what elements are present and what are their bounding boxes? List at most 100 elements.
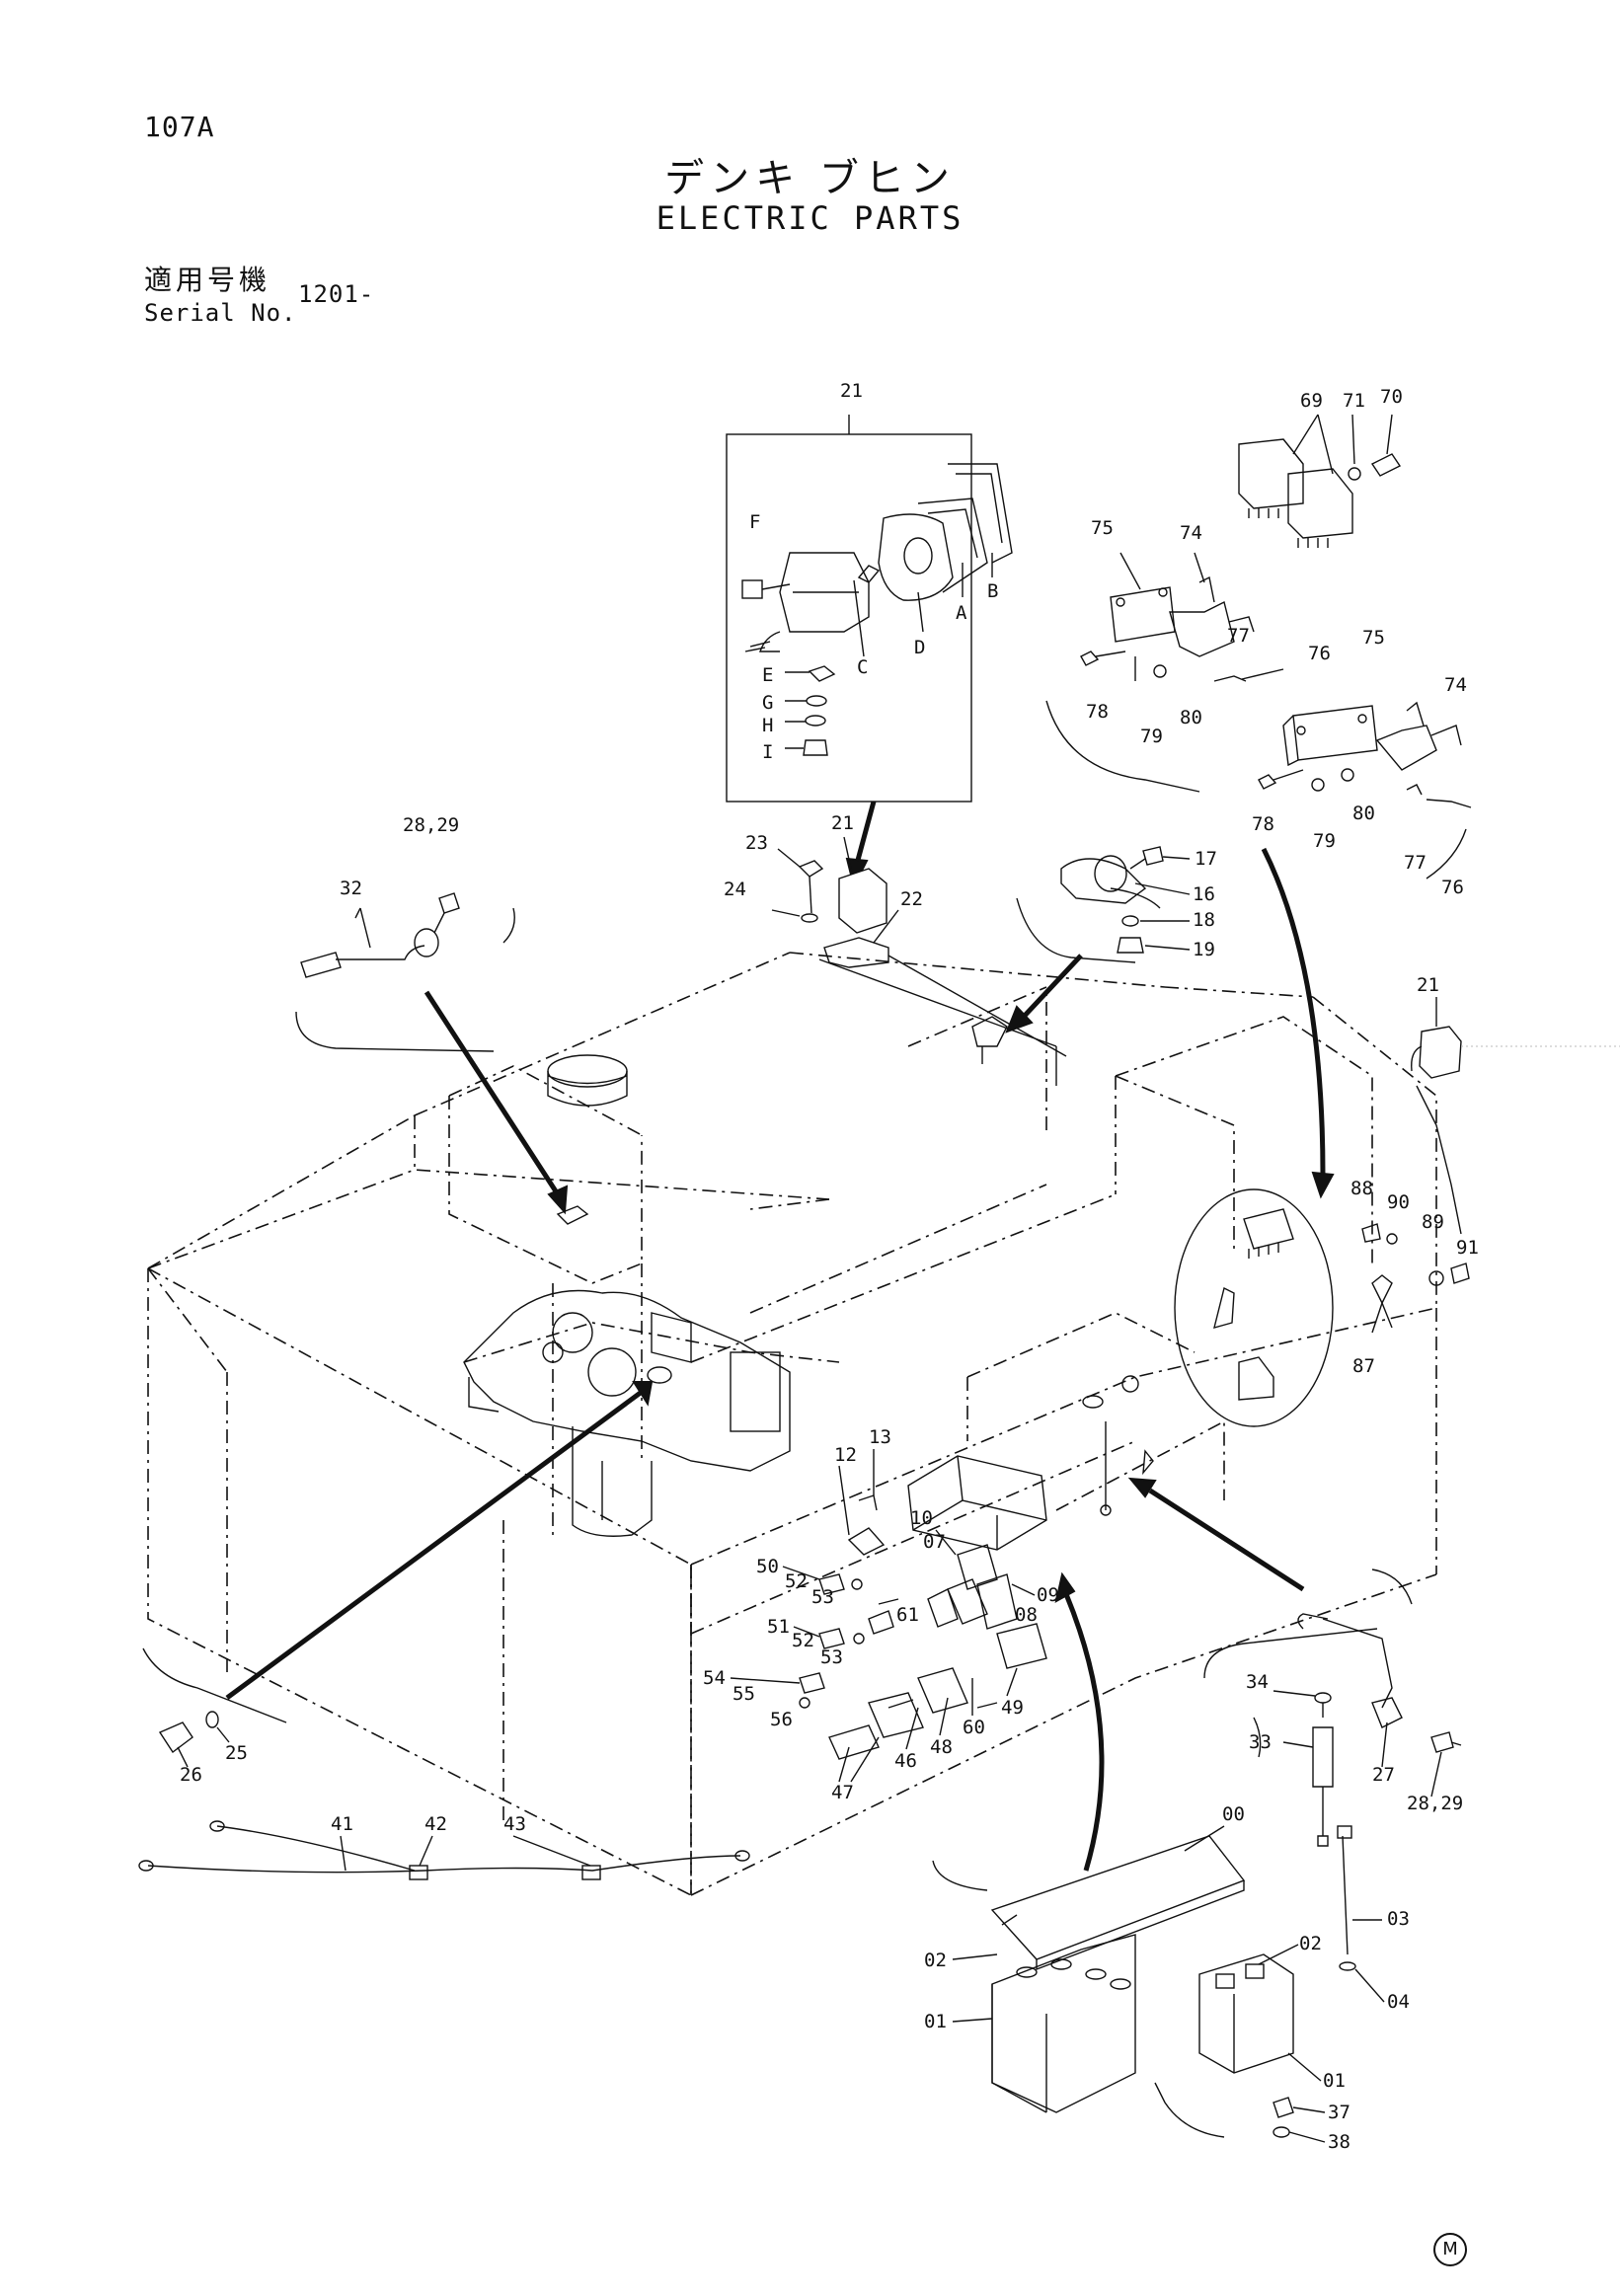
callout-55: 55: [733, 1683, 755, 1705]
inset-ground-leader: [225, 1389, 644, 1701]
callout-17: 17: [1195, 848, 1217, 870]
callout-91: 91: [1456, 1237, 1479, 1259]
fuel-level-sender: [1297, 1613, 1462, 1847]
callout-42: 42: [424, 1813, 447, 1835]
callout-01-right: 01: [1323, 2070, 1346, 2092]
battery-cable-harness: [138, 1820, 750, 1880]
inset-horn-leader: [1020, 954, 1083, 1021]
switch-bracket-upper: [1080, 552, 1284, 682]
callout-74-lower: 74: [1444, 674, 1467, 696]
callout-A: A: [956, 602, 967, 624]
engine-pump-assembly: [463, 1289, 791, 1537]
callout-E: E: [762, 664, 773, 686]
inset-sender-bracket-right: [1371, 1569, 1413, 1605]
title-english: ELECTRIC PARTS: [656, 199, 964, 237]
callout-00: 00: [1222, 1803, 1245, 1825]
manufacturer-mark: M: [1433, 2233, 1467, 2266]
callout-28-29-lower: 28,29: [1407, 1793, 1463, 1814]
callout-01-left: 01: [924, 2011, 947, 2032]
callout-49: 49: [1001, 1697, 1024, 1719]
callout-I: I: [762, 741, 773, 763]
callout-26: 26: [180, 1764, 202, 1786]
inset-switch-bracket-left: [1045, 700, 1200, 793]
callout-B: B: [987, 580, 998, 602]
callout-21-inset: 21: [840, 380, 863, 402]
ground-bolt-inset: [142, 1647, 287, 1754]
callout-52-lower: 52: [792, 1630, 814, 1651]
callout-16: 16: [1193, 883, 1215, 905]
inset-lamp-leader: [854, 801, 877, 865]
callout-08: 08: [1015, 1604, 1038, 1626]
inset-lamp-box: [726, 415, 1013, 803]
callout-77-upper: 77: [1227, 625, 1250, 647]
callout-H: H: [762, 715, 773, 736]
serial-label-japanese: 適用号機: [144, 264, 271, 296]
relay-pair: [1238, 414, 1402, 548]
callout-54: 54: [703, 1667, 726, 1689]
inset-32-arrowhead: [547, 1185, 569, 1215]
inset-switch-leader: [1261, 847, 1326, 1176]
callout-88: 88: [1350, 1178, 1373, 1199]
callout-41: 41: [331, 1813, 353, 1835]
callout-52-upper: 52: [785, 1570, 808, 1592]
callout-32: 32: [340, 878, 362, 899]
callout-50: 50: [756, 1556, 779, 1577]
callout-79-lower: 79: [1313, 830, 1336, 852]
callout-76-upper: 76: [1308, 643, 1331, 664]
callout-labels: 21 F E G H I C D A B 69 71 70 75 74 77 7…: [180, 380, 1479, 2153]
inset-ground-arrowhead: [632, 1381, 654, 1407]
callout-56: 56: [770, 1709, 793, 1730]
central-relay-cluster: [799, 1455, 1047, 1760]
callout-07: 07: [923, 1531, 946, 1553]
inset-horn-arrowhead: [1005, 1005, 1034, 1033]
callout-53-lower: 53: [820, 1646, 843, 1668]
inset-sender-bracket: [1203, 1628, 1378, 1679]
callout-33: 33: [1249, 1731, 1272, 1753]
callout-G: G: [762, 692, 773, 714]
work-lamp-assembly: [771, 860, 1067, 1086]
inset-switch-bracket-right: [1426, 828, 1467, 880]
callout-12: 12: [834, 1444, 857, 1466]
callout-53-upper: 53: [811, 1586, 834, 1608]
battery-assembly: [932, 1717, 1356, 2138]
vertical-sensor: [1082, 1375, 1154, 1516]
inset-horn: [1016, 846, 1164, 963]
sender-on-tank: [556, 1205, 589, 1225]
callout-76-lower: 76: [1441, 877, 1464, 898]
callout-37: 37: [1328, 2102, 1350, 2123]
callout-60: 60: [963, 1717, 985, 1738]
callout-70: 70: [1380, 386, 1403, 408]
callout-61: 61: [896, 1604, 919, 1626]
callout-F: F: [749, 511, 760, 533]
callout-90: 90: [1387, 1191, 1410, 1213]
callout-09: 09: [1037, 1584, 1059, 1606]
callout-38: 38: [1328, 2131, 1350, 2153]
inset-32-leader: [424, 990, 561, 1196]
side-lamp: [1411, 1026, 1620, 1235]
callout-27: 27: [1372, 1764, 1395, 1786]
callout-71: 71: [1343, 390, 1365, 412]
callout-78-lower: 78: [1252, 813, 1274, 835]
title-japanese: デンキ ブヒン: [664, 156, 956, 201]
callout-69: 69: [1300, 390, 1323, 412]
callout-04: 04: [1387, 1991, 1410, 2013]
switch-bracket-lower: [1258, 701, 1472, 808]
callout-21-side: 21: [1417, 974, 1439, 996]
callout-D: D: [914, 637, 925, 658]
callout-03: 03: [1387, 1908, 1410, 1930]
callout-75-lower: 75: [1362, 627, 1385, 649]
callout-10: 10: [910, 1507, 933, 1529]
callout-77-lower: 77: [1404, 852, 1427, 874]
callout-21-lamp: 21: [831, 812, 854, 834]
inset-battery-leader: [1063, 1593, 1105, 1872]
callout-24: 24: [724, 879, 746, 900]
oil-sender-on-body: [971, 1016, 1008, 1064]
inset-sender-arrowhead: [1127, 1477, 1157, 1498]
callout-87: 87: [1352, 1355, 1375, 1377]
callout-leader-lines: [177, 836, 1442, 2143]
serial-label-english: Serial No.: [144, 299, 297, 327]
callout-79-upper: 79: [1140, 726, 1163, 747]
callout-80-lower: 80: [1352, 803, 1375, 824]
callout-51: 51: [767, 1616, 790, 1638]
